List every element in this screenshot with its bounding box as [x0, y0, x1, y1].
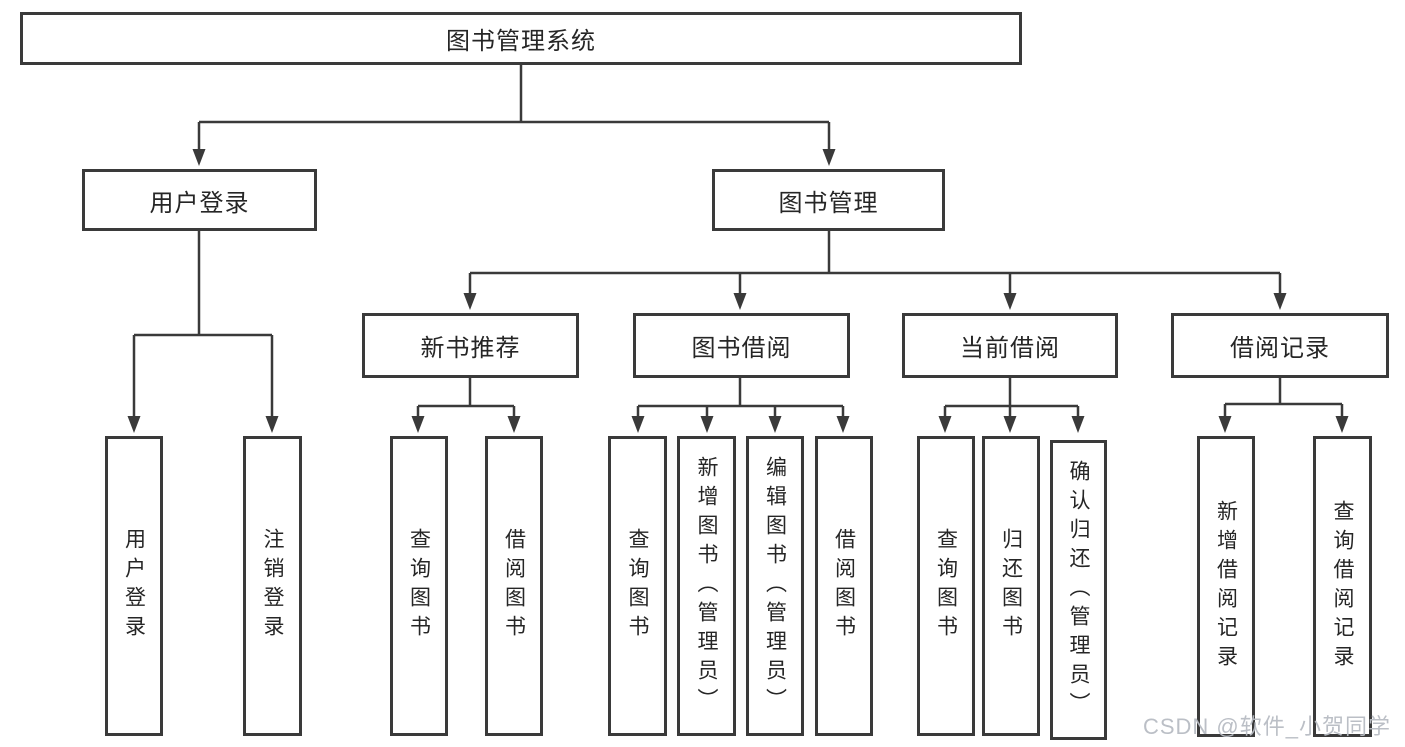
leaf-query-borrow-record: 查询借阅记录 [1313, 436, 1372, 737]
node-label: 用户登录 [149, 189, 250, 217]
node-label: 借阅图书 [502, 528, 526, 644]
node-label: 归还图书 [999, 528, 1023, 644]
leaf-add-books-admin: 新增图书（管理员） [677, 436, 736, 736]
node-label: 注销登录 [261, 528, 284, 644]
node-label: 图书管理 [778, 189, 879, 217]
leaf-edit-books-admin: 编辑图书（管理员） [746, 436, 804, 736]
node-label: 图书管理系统 [446, 28, 596, 55]
connector-currentborrow-children [943, 378, 1080, 422]
csdn-watermark: CSDN @软件_小贺同学 [1142, 714, 1391, 739]
node-label: 确认归还（管理员） [1067, 459, 1090, 721]
leaf-borrow-books-borrowing: 借阅图书 [815, 436, 873, 736]
node-book-borrowing: 图书借阅 [633, 313, 850, 378]
leaf-query-books-current: 查询图书 [917, 436, 975, 736]
node-label: 查询借阅记录 [1331, 499, 1354, 674]
connector-records-children [1223, 378, 1344, 422]
node-current-borrowing: 当前借阅 [902, 313, 1118, 378]
node-label: 查询图书 [934, 528, 958, 644]
leaf-logout-login: 注销登录 [243, 436, 302, 736]
node-label: 新增借阅记录 [1214, 499, 1238, 674]
node-new-book-recommendation: 新书推荐 [362, 313, 579, 378]
connector-userlogin-to-children [132, 231, 274, 422]
node-label: 图书借阅 [691, 335, 792, 362]
node-label: 当前借阅 [960, 335, 1060, 362]
leaf-user-login: 用户登录 [105, 436, 163, 736]
node-label: 借阅记录 [1230, 335, 1330, 362]
node-label: 新增图书（管理员） [695, 455, 718, 717]
node-label: 新书推荐 [420, 335, 521, 362]
node-label: 查询图书 [626, 528, 649, 644]
leaf-confirm-return-admin: 确认归还（管理员） [1050, 440, 1107, 740]
connector-root-to-level2 [197, 65, 831, 155]
leaf-borrow-books-recommend: 借阅图书 [485, 436, 543, 736]
node-borrowing-records: 借阅记录 [1171, 313, 1389, 378]
connector-newbook-children [416, 378, 516, 422]
node-label: 编辑图书（管理员） [763, 455, 787, 717]
leaf-query-books-recommend: 查询图书 [390, 436, 448, 736]
node-user-login: 用户登录 [82, 169, 317, 231]
leaf-query-books-borrowing: 查询图书 [608, 436, 667, 736]
connector-bookborrow-children [636, 378, 845, 422]
connector-bookmgmt-to-level3 [468, 231, 1282, 299]
leaf-return-books: 归还图书 [982, 436, 1040, 736]
node-library-management-system: 图书管理系统 [20, 12, 1022, 65]
node-label: 用户登录 [122, 528, 146, 644]
node-book-management: 图书管理 [712, 169, 945, 231]
node-label: 查询图书 [407, 528, 431, 644]
leaf-add-borrow-record: 新增借阅记录 [1197, 436, 1255, 737]
node-label: 借阅图书 [832, 528, 856, 644]
